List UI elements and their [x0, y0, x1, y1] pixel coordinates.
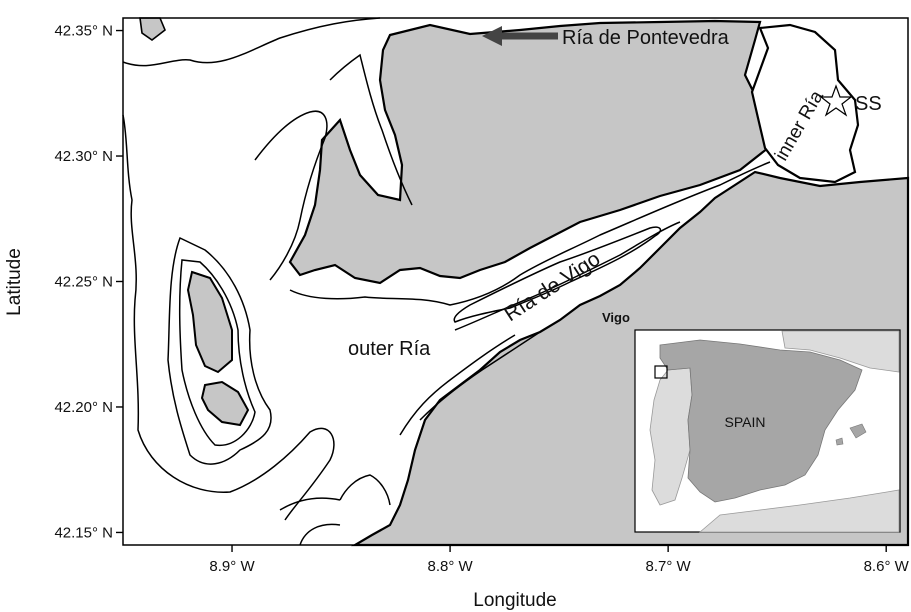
y-tick-label: 42.25° N: [54, 274, 113, 291]
x-axis-ticks: 8.9° W 8.8° W 8.7° W 8.6° W: [209, 545, 910, 575]
y-tick-label: 42.15° N: [54, 524, 113, 541]
label-ria-pontevedra: Ría de Pontevedra: [562, 27, 730, 49]
inner-ria-basin: [750, 23, 860, 184]
land-north: [288, 19, 770, 285]
depth-contours: [122, 17, 771, 546]
x-tick-label: 8.7° W: [646, 558, 692, 575]
x-tick-label: 8.8° W: [427, 558, 473, 575]
y-axis-title: Latitude: [4, 248, 25, 316]
y-tick-label: 42.35° N: [54, 23, 113, 40]
y-axis-ticks: 42.35° N 42.30° N 42.25° N 42.20° N 42.15° N: [54, 23, 123, 541]
inset-africa: [698, 489, 900, 533]
x-tick-label: 8.9° W: [209, 558, 255, 575]
station-star-icon: [819, 84, 853, 117]
arrow-to-ria-pontevedra: [482, 26, 558, 46]
inset-france: [781, 330, 900, 373]
cies-island-south: [200, 380, 250, 427]
cies-island-north: [186, 270, 233, 374]
y-tick-label: 42.30° N: [54, 148, 113, 165]
label-vigo: Vigo: [602, 310, 630, 325]
inset-map: SPAIN: [634, 329, 901, 533]
inset-label-spain: SPAIN: [725, 414, 766, 430]
label-outer-ria: outer Ría: [348, 338, 431, 360]
inset-study-area-box: [654, 365, 668, 379]
inset-spain: [659, 339, 863, 503]
x-axis-title: Longitude: [473, 590, 556, 611]
x-tick-label: 8.6° W: [864, 558, 910, 575]
y-tick-label: 42.20° N: [54, 399, 113, 416]
inset-balearic: [835, 423, 867, 446]
label-station-ss: SS: [855, 93, 882, 115]
